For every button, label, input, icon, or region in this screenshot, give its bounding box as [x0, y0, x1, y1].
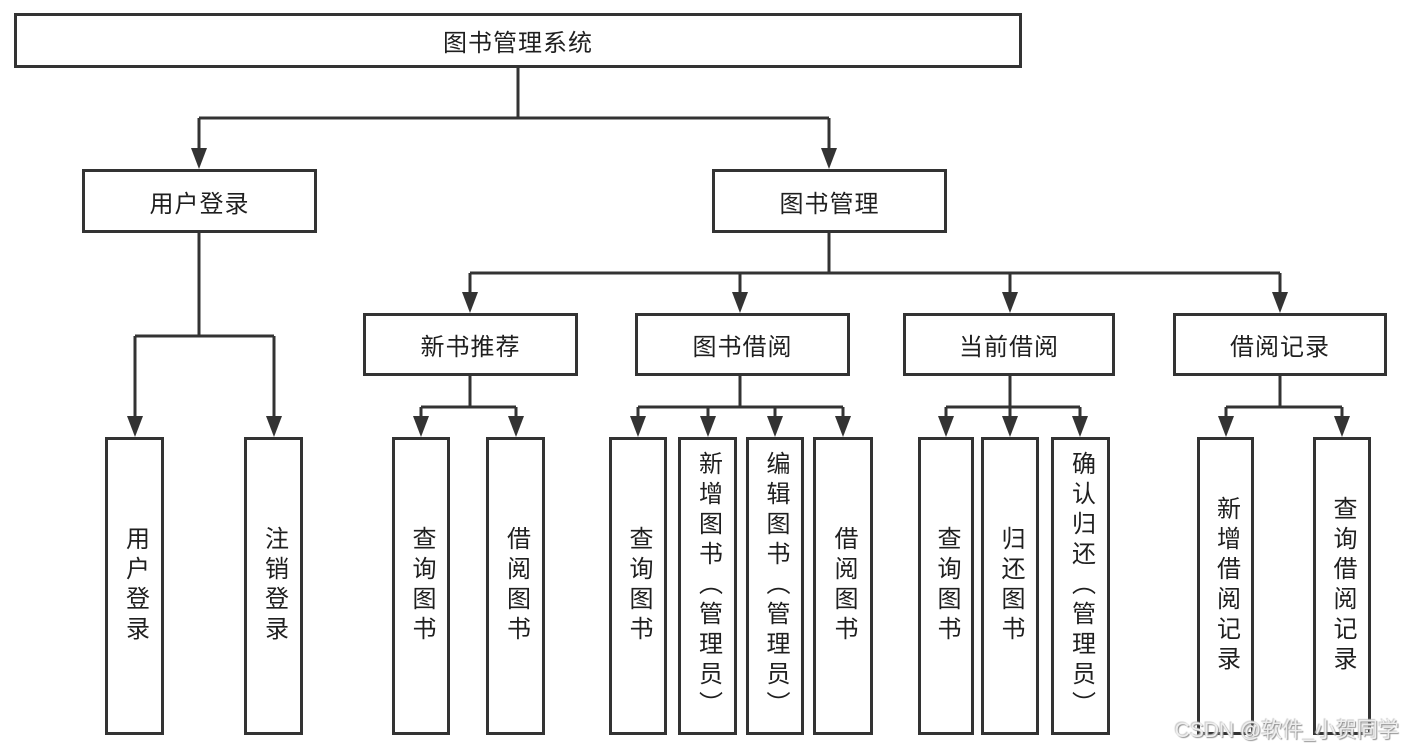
- connector-sec-borrow-children: [636, 375, 845, 420]
- arrow-borrow-edit: [767, 416, 783, 437]
- leaf-query-books-recommend: 查询图书: [392, 437, 450, 735]
- arrow-borrow-query: [630, 416, 646, 437]
- leaf-return-books: 归还图书: [981, 437, 1039, 735]
- leaf-add-borrow-record: 新增借阅记录: [1197, 437, 1254, 735]
- connector-root-to-level1: [197, 68, 831, 152]
- arrow-records-add: [1218, 416, 1234, 437]
- leaf-logout: 注销登录: [244, 437, 303, 735]
- arrow-new-borrow: [508, 416, 524, 437]
- leaf-borrow-books-recommend: 借阅图书: [486, 437, 545, 735]
- leaf-query-books-borrow: 查询图书: [609, 437, 667, 735]
- arrow-sec-current: [1002, 292, 1018, 313]
- leaf-edit-books-admin: 编辑图书（管理员）: [746, 437, 804, 735]
- leaf-add-books-admin: 新增图书（管理员）: [678, 437, 737, 735]
- leaf-query-borrow-record: 查询借阅记录: [1313, 437, 1371, 735]
- leaf-query-books-current: 查询图书: [918, 437, 974, 735]
- arrow-book-mgmt: [821, 148, 837, 169]
- arrow-leaf-logout: [266, 416, 282, 437]
- arrow-sec-records: [1272, 292, 1288, 313]
- arrow-sec-new: [462, 292, 478, 313]
- arrow-borrow-borrow: [835, 416, 851, 437]
- node-book-borrowing: 图书借阅: [635, 313, 850, 376]
- arrow-borrow-add: [700, 416, 716, 437]
- arrow-current-query: [938, 416, 954, 437]
- arrow-leaf-login: [127, 416, 143, 437]
- connector-user-login-children: [133, 233, 276, 420]
- node-book-management: 图书管理: [712, 169, 947, 233]
- connector-sec-new-children: [419, 375, 518, 420]
- arrow-new-query: [413, 416, 429, 437]
- leaf-borrow-books: 借阅图书: [813, 437, 873, 735]
- arrow-records-query: [1334, 416, 1350, 437]
- leaf-confirm-return-admin: 确认归还（管理员）: [1051, 437, 1110, 735]
- arrow-current-confirm: [1072, 416, 1088, 437]
- leaf-user-login: 用户登录: [105, 437, 164, 735]
- connector-sec-records-children: [1224, 375, 1344, 420]
- node-current-borrowing: 当前借阅: [903, 313, 1115, 376]
- node-library-management-system: 图书管理系统: [14, 13, 1022, 68]
- node-user-login: 用户登录: [82, 169, 317, 233]
- arrow-user-login: [191, 148, 207, 169]
- arrow-current-return: [1002, 416, 1018, 437]
- node-borrow-records: 借阅记录: [1173, 313, 1387, 376]
- connector-sec-current-children: [944, 375, 1082, 420]
- arrow-sec-borrow: [732, 292, 748, 313]
- connector-book-mgmt-sections: [468, 233, 1282, 296]
- node-new-book-recommend: 新书推荐: [363, 313, 578, 376]
